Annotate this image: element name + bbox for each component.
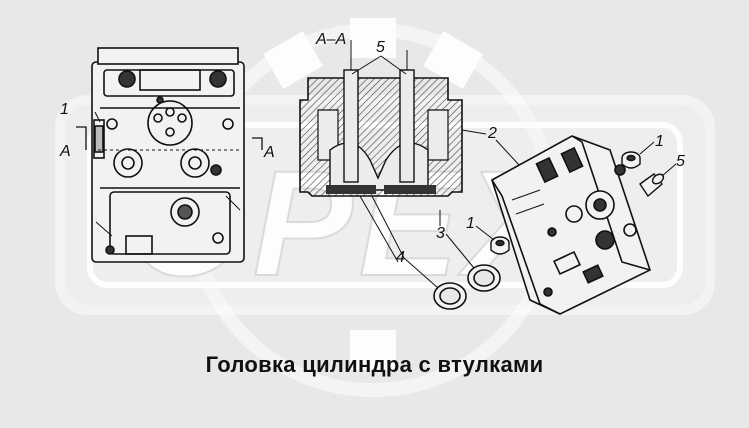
callout-1-bottom: 1 (466, 215, 475, 232)
section-title: A–A (315, 31, 346, 48)
callout-5-section: 5 (376, 39, 385, 56)
callout-cut-left: A (59, 143, 71, 160)
callout-4: 4 (396, 249, 405, 266)
head-section-view (299, 40, 463, 197)
seat-ring-part-3 (467, 264, 501, 292)
head-plan-view (91, 47, 245, 263)
head-isometric-view (491, 135, 651, 315)
bushing-part-1-top (621, 151, 641, 169)
figure-caption: Головка цилиндра с втулками (205, 352, 544, 377)
callout-1-right-top: 1 (655, 133, 664, 150)
callout-5-right: 5 (676, 153, 685, 170)
section-marks (76, 111, 263, 150)
seat-ring-part-4 (433, 282, 467, 310)
bushing-part-1-bottom (490, 236, 510, 255)
callout-cut-right: A (263, 144, 275, 161)
callout-2: 2 (487, 125, 497, 142)
callout-1-left: 1 (60, 101, 69, 118)
callout-3: 3 (436, 225, 445, 242)
